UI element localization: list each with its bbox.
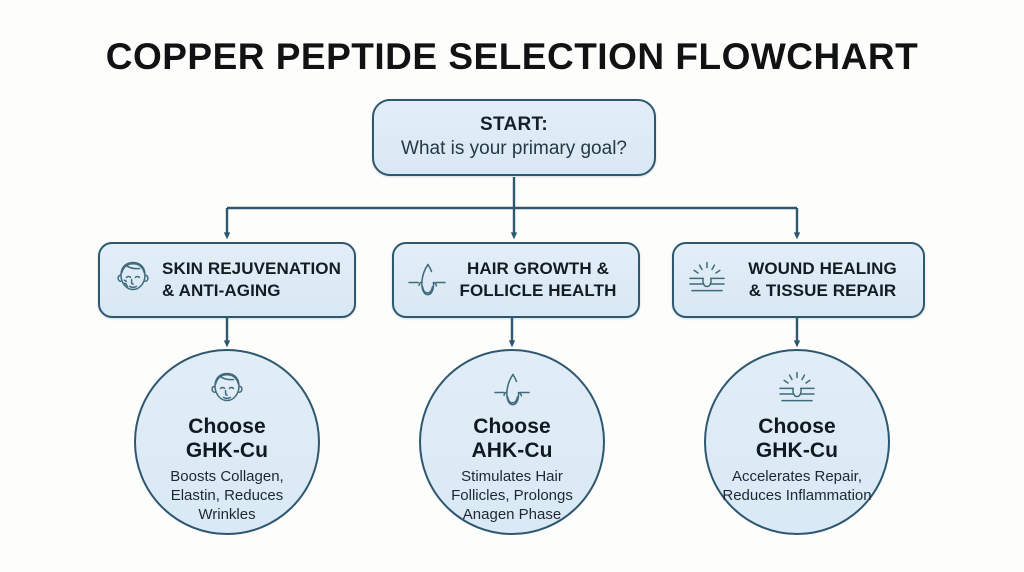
branch-label-line1: SKIN REJUVENATION: [162, 259, 341, 279]
branch-label-skin: SKIN REJUVENATION & ANTI-AGING: [162, 258, 344, 301]
face-skincare-icon: [205, 369, 249, 413]
face-skincare-icon: [110, 256, 156, 304]
start-question: What is your primary goal?: [401, 138, 627, 160]
branch-label-line1: WOUND HEALING: [748, 259, 897, 279]
result-title-line1: Choose: [758, 415, 836, 438]
branch-label-line2: & ANTI-AGING: [162, 281, 281, 300]
branch-label-hair: HAIR GROWTH & FOLLICLE HEALTH: [456, 258, 628, 301]
result-title-line1: Choose: [188, 415, 266, 438]
hair-follicle-icon: [490, 369, 534, 413]
page-title: COPPER PEPTIDE SELECTION FLOWCHART: [105, 36, 919, 77]
result-title-line1: Choose: [473, 415, 551, 438]
result-title-hair: Choose AHK-Cu: [471, 415, 552, 462]
result-node-ghk-cu-skin[interactable]: Choose GHK-Cu Boosts Collagen, Elastin, …: [134, 349, 320, 535]
result-node-ghk-cu-wound[interactable]: Choose GHK-Cu Accelerates Repair, Reduce…: [704, 349, 890, 535]
branch-label-line1: HAIR GROWTH &: [466, 259, 609, 279]
result-description-skin: Boosts Collagen, Elastin, Reduces Wrinkl…: [170, 468, 284, 524]
hair-follicle-icon: [404, 256, 450, 304]
result-title-skin: Choose GHK-Cu: [186, 415, 268, 462]
result-title-wound: Choose GHK-Cu: [756, 415, 838, 462]
result-title-line2: AHK-Cu: [471, 438, 553, 462]
branch-label-line2: & TISSUE REPAIR: [748, 281, 897, 300]
start-label: START:: [480, 113, 548, 135]
result-description-wound: Accelerates Repair, Reduces Inflammation: [722, 468, 872, 505]
wound-healing-icon: [775, 369, 819, 413]
start-node[interactable]: START: What is your primary goal?: [372, 99, 656, 176]
result-title-line2: GHK-Cu: [185, 438, 269, 462]
wound-healing-icon: [684, 256, 730, 304]
branch-label-line2: FOLLICLE HEALTH: [459, 281, 617, 300]
branch-label-wound: WOUND HEALING & TISSUE REPAIR: [736, 258, 913, 301]
result-node-ahk-cu-hair[interactable]: Choose AHK-Cu Stimulates Hair Follicles,…: [419, 349, 605, 535]
result-title-line2: GHK-Cu: [755, 438, 839, 462]
result-description-hair: Stimulates Hair Follicles, Prolongs Anag…: [451, 468, 573, 524]
branch-node-wound-healing[interactable]: WOUND HEALING & TISSUE REPAIR: [672, 242, 925, 318]
branch-node-hair-growth[interactable]: HAIR GROWTH & FOLLICLE HEALTH: [392, 242, 640, 318]
branch-node-skin-rejuvenation[interactable]: SKIN REJUVENATION & ANTI-AGING: [98, 242, 356, 318]
